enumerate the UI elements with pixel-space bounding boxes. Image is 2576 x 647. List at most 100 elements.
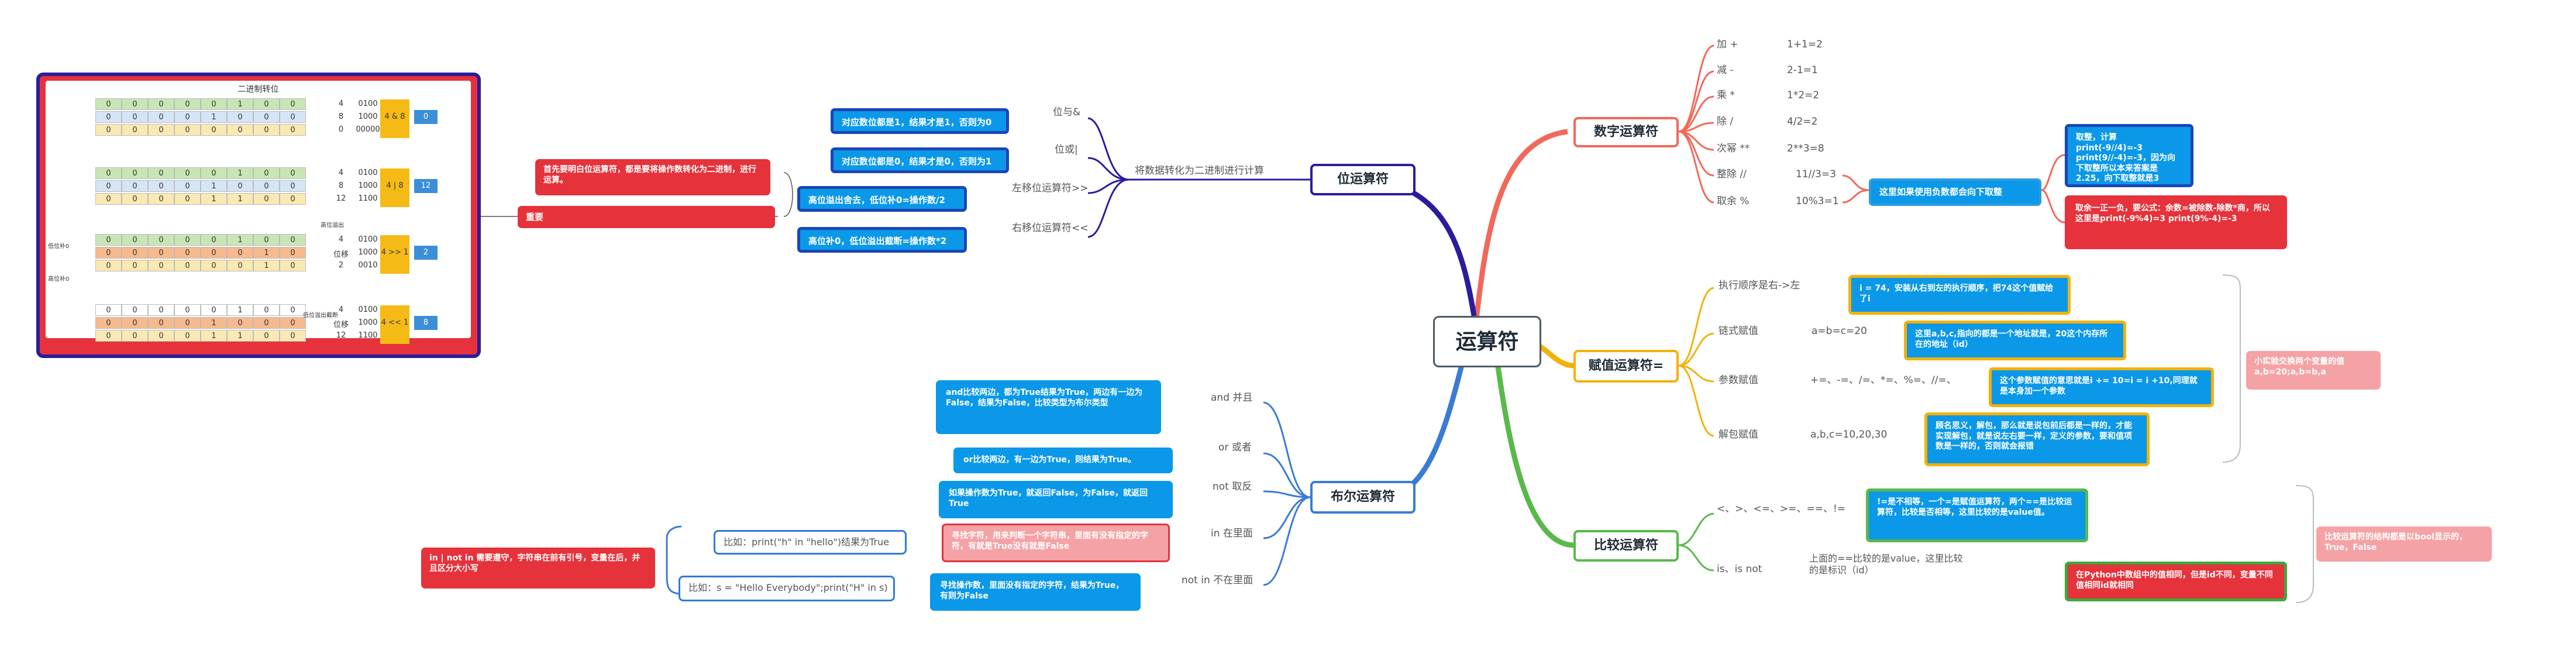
section-assign[interactable]: 赋值运算符= <box>1573 350 1679 383</box>
bool-or-note[interactable]: or比较两边，有一边为True，则结果为True。 <box>953 448 1173 473</box>
bool-example-notin[interactable]: 比如：s = "Hello Everybody";print("H" in s) <box>679 576 895 601</box>
binary-bit: 1 <box>227 167 253 179</box>
binary-bit: 0 <box>148 247 174 259</box>
binary-bit: 0 <box>148 304 174 316</box>
binary-bit: 0 <box>280 330 306 342</box>
binary-value: 1000 <box>358 248 378 257</box>
binary-bit: 0 <box>280 193 306 205</box>
section-math[interactable]: 数字运算符 <box>1573 117 1679 147</box>
assign-chain-ex: a=b=c=20 <box>1812 325 1867 337</box>
bool-not-label: not 取反 <box>1213 481 1252 493</box>
binary-op: 4 & 8 <box>384 112 405 121</box>
compare-ops-note[interactable]: !=是不相等，一个=是赋值运算符，两个==是比较运算符，比较是否相等，这里比较的… <box>1866 488 2088 542</box>
binary-title: 二进制转位 <box>237 85 279 94</box>
bool-side-note[interactable]: in | not in 需要遵守，字符串在前有引号，变量在后，并且区分大小写 <box>421 548 655 589</box>
binary-result: 12 <box>414 179 438 193</box>
binary-bit: 0 <box>280 180 306 192</box>
binary-bit: 0 <box>148 180 174 192</box>
assign-side-note[interactable]: 小实验交换两个变量的值 a,b=20;a,b=b,a <box>2246 351 2381 390</box>
root-node[interactable]: 运算符 <box>1433 316 1541 367</box>
assign-param-note[interactable]: 这个参数赋值的意思就是i += 10=i = i +10,同理就是本身加一个参数 <box>1989 367 2214 407</box>
binary-bit: 0 <box>227 180 253 192</box>
assign-unpack-note[interactable]: 顾名思义，解包，那么就是说包前后都是一样的，才能实现解包，就是说左右要一样，定义… <box>1924 412 2150 466</box>
binary-bit: 0 <box>280 167 306 179</box>
binary-bit: 1 <box>227 330 253 342</box>
binary-bit: 0 <box>280 98 306 110</box>
bitwise-intro[interactable]: 首先要明白位运算符，都是要将操作数转化为二进制，进行运算。 <box>535 159 770 195</box>
math-op-div: 除 / <box>1717 116 1734 128</box>
bool-and-label: and 并且 <box>1211 392 1253 404</box>
math-op-mod: 取余 % <box>1717 195 1750 207</box>
binary-bit: 0 <box>122 124 148 136</box>
binary-bit: 0 <box>148 98 174 110</box>
binary-bit: 0 <box>253 234 280 246</box>
binary-bit: 0 <box>122 98 148 110</box>
binary-bit: 0 <box>227 247 253 259</box>
binary-value: 0100 <box>358 235 378 244</box>
math-op-pow: 次幂 ** <box>1717 143 1750 154</box>
math-op-sub: 减 - <box>1717 64 1734 76</box>
math-op-add: 加 + <box>1717 39 1738 50</box>
math-floor-note[interactable]: 取整，计算print(-9//4)=-3 print(9//-4)=-3，因为向… <box>2065 124 2193 187</box>
bool-not-note[interactable]: 如果操作数为True，就返回False，为False，就返回True <box>939 481 1173 518</box>
section-bitwise[interactable]: 位运算符 <box>1310 164 1416 195</box>
binary-bit: 0 <box>95 180 122 192</box>
math-mod-note[interactable]: 取余一正一负，要公式：余数=被除数-除数*商，所以这里是print(-9%4)=… <box>2065 195 2287 249</box>
binary-bit: 0 <box>122 260 148 271</box>
math-ex-div: 4/2=2 <box>1787 116 1818 128</box>
math-ex-floordiv: 11//3=3 <box>1796 168 1836 180</box>
binary-bit: 0 <box>253 193 280 205</box>
bool-or-label: or 或者 <box>1218 442 1252 453</box>
bool-example-in[interactable]: 比如：print("h" in "hello")结果为True <box>714 530 907 555</box>
compare-is-note[interactable]: 在Python中数组中的值相同，但是id不同，变量不同值相同id就相同 <box>2065 562 2287 601</box>
section-compare[interactable]: 比较运算符 <box>1573 530 1679 562</box>
binary-bit: 0 <box>95 304 122 316</box>
binary-bit: 0 <box>122 330 148 342</box>
binary-bit: 0 <box>227 317 253 329</box>
bool-notin-note[interactable]: 寻找操作数，里面没有指定的字符，结果为True，有则为False <box>930 573 1141 611</box>
binary-bit: 0 <box>253 317 280 329</box>
binary-bit: 0 <box>95 167 122 179</box>
binary-bit: 0 <box>201 167 227 179</box>
binary-side-label: 高位补0 <box>48 276 70 283</box>
binary-bit: 0 <box>122 317 148 329</box>
binary-bit: 0 <box>201 98 227 110</box>
math-note[interactable]: 这里如果使用负数都会向下取整 <box>1869 178 2041 206</box>
assign-order-note[interactable]: i = 74，安装从右到左的执行顺序，把74这个值赋给了i <box>1848 275 2071 315</box>
binary-bit: 0 <box>122 247 148 259</box>
binary-op-highlight <box>380 305 409 344</box>
assign-param-label: 参数赋值 <box>1719 374 1758 386</box>
binary-bit: 0 <box>95 124 122 136</box>
bitwise-and-label: 位与& <box>1053 106 1081 118</box>
binary-bit: 0 <box>174 260 201 271</box>
binary-bit: 0 <box>148 111 174 123</box>
binary-bit: 0 <box>253 167 280 179</box>
bitwise-rshift-note[interactable]: 高位补0，低位溢出截断=操作数*2 <box>797 227 967 253</box>
bool-and-note[interactable]: and比较两边，都为True结果为True，两边有一边为False，结果为Fal… <box>936 380 1161 434</box>
binary-bit: 0 <box>148 167 174 179</box>
binary-bit: 0 <box>174 193 201 205</box>
bitwise-and-note[interactable]: 对应数位都是1，结果才是1，否则为0 <box>831 108 1009 134</box>
bitwise-important[interactable]: 重要 <box>518 206 775 228</box>
binary-op-highlight <box>380 168 409 207</box>
math-ex-mul: 1*2=2 <box>1787 90 1820 101</box>
math-op-floordiv: 整除 // <box>1717 168 1747 180</box>
assign-chain-note[interactable]: 这里a,b,c,指向的都是一个地址就是，20这个内存所在的地址（id） <box>1904 321 2126 360</box>
binary-decimal: 位移 <box>333 250 349 259</box>
binary-bit: 0 <box>253 180 280 192</box>
bool-in-note[interactable]: 寻找字符，用来判断一个字符串，里面有没有指定的字符，有就是True没有就是Fal… <box>942 524 1170 562</box>
bitwise-lshift-label: 左移位运算符>> <box>1012 183 1089 194</box>
binary-bit: 1 <box>201 330 227 342</box>
assign-unpack-ex: a,b,c=10,20,30 <box>1810 429 1888 440</box>
compare-side-note[interactable]: 比较运算符的结构都是以bool显示的，True，False <box>2316 526 2492 562</box>
binary-value: 1000 <box>358 112 378 121</box>
section-bool[interactable]: 布尔运算符 <box>1310 481 1416 514</box>
bitwise-lshift-note[interactable]: 高位溢出舍去，低位补0=操作数/2 <box>797 186 967 212</box>
binary-bit: 1 <box>201 180 227 192</box>
bitwise-or-note[interactable]: 对应数位都是0，结果才是0，否则为1 <box>831 147 1009 173</box>
